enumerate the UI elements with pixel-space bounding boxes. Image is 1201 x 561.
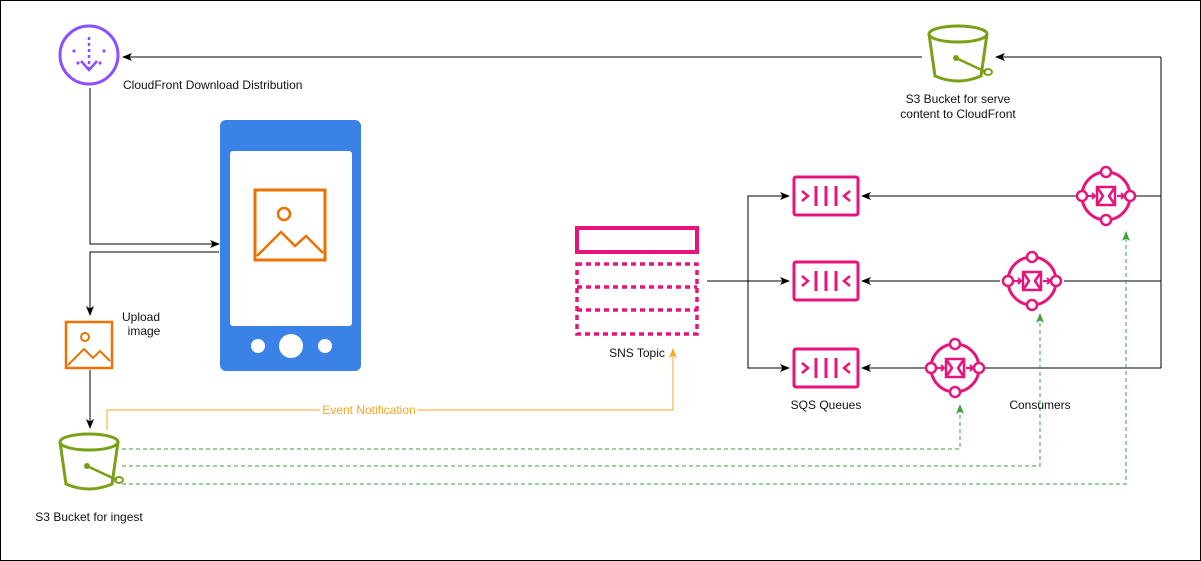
- mobile-phone-icon: [220, 120, 361, 371]
- cloudfront-to-phone-arrow: [89, 88, 220, 248]
- s3-ingest-label: S3 Bucket for ingest: [35, 510, 143, 524]
- phone-image-icon: [253, 188, 327, 262]
- ingest-to-consumer-mid-arrow: [122, 313, 1044, 467]
- upload-label-line1: Upload: [121, 310, 161, 324]
- ingest-to-consumer-top-arrow: [122, 231, 1130, 485]
- consumers-label: Consumers: [1009, 398, 1071, 412]
- consumer-mid-icon: [1001, 250, 1063, 312]
- upload-image-icon: [64, 320, 114, 370]
- phone-to-upload-arrow: [86, 251, 219, 316]
- sns-to-sqs-bottom-arrow: [747, 281, 790, 372]
- sqs-queue-mid-icon: [792, 260, 860, 302]
- sqs-queue-bottom-icon: [792, 347, 860, 389]
- sns-topic-icon: [575, 226, 699, 336]
- s3-serve-label-line1: S3 Bucket for serve: [905, 92, 1011, 106]
- consumer-top-icon: [1075, 165, 1137, 227]
- upload-label-line2: image: [127, 324, 161, 338]
- event-notification-arrow: [106, 348, 677, 430]
- consumer-bottom-icon: [924, 337, 986, 399]
- sns-to-sqs-top-arrow: [747, 192, 790, 281]
- sns-topic-label: SNS Topic: [609, 346, 665, 360]
- cloudfront-download-distribution-icon: [58, 24, 120, 86]
- s3-serve-label-line2: content to CloudFront: [900, 107, 1016, 121]
- s3-serve-bucket-icon: [927, 24, 994, 83]
- sqs-queues-label: SQS Queues: [790, 398, 862, 412]
- sqs-queue-top-icon: [792, 175, 860, 217]
- cloudfront-label: CloudFront Download Distribution: [123, 78, 303, 92]
- s3-ingest-bucket-icon: [58, 432, 125, 491]
- connectors: [86, 53, 1162, 485]
- event-notification-label: Event Notification: [320, 403, 418, 417]
